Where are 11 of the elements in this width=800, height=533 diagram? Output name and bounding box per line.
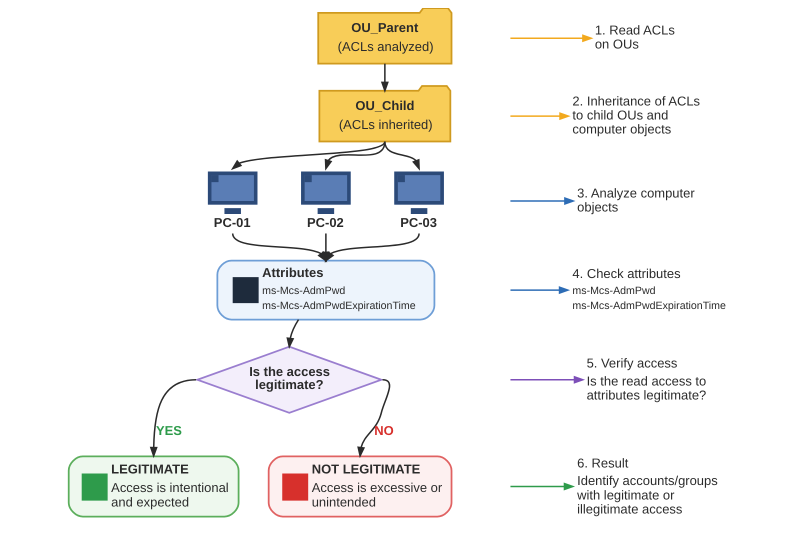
node-text: 4. Check attributes ms-Mcs-AdmPwd ms-Mcs-AdmPwdExpirationTime [572, 266, 726, 312]
node-label: PC-03 [400, 214, 436, 230]
node-text: 3. Analyze computer objects [576, 185, 694, 214]
edge-label: NO [374, 422, 394, 438]
edge-label: YES [156, 422, 182, 438]
node-label: PC-02 [306, 214, 344, 230]
node-text: 1. Read ACLs on OUs [594, 22, 674, 52]
node-text: 2. Inheritance of ACLs to child OUs and computer objects [572, 93, 700, 137]
node-text: 5. Verify access Is the read access to attributes legitimate? [586, 356, 706, 403]
node-label: PC-01 [213, 214, 250, 230]
node-text: 6. Result Identify accounts/groups with legitimate or illegitimate access [576, 455, 718, 516]
